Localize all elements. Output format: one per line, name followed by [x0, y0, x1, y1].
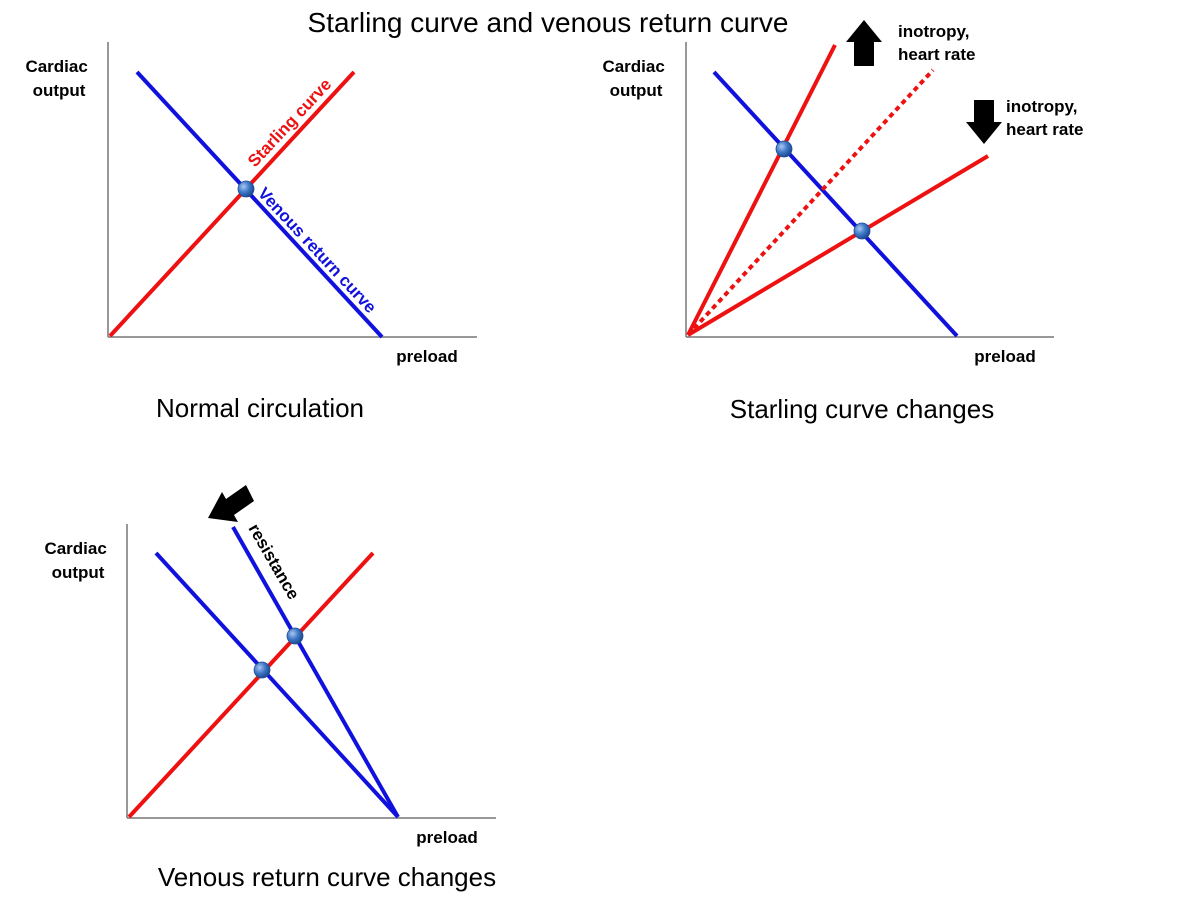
starling-curve-decreased	[686, 154, 990, 337]
starling-curve-increased	[686, 44, 837, 336]
y-axis-label-line-2: output	[33, 81, 86, 100]
starling-curve-label: Starling curve	[244, 75, 335, 171]
venous-return-curve-reduced-resistance	[231, 526, 400, 818]
y-axis-label: Cardiac output	[602, 57, 669, 100]
equilibrium-point-increased	[775, 140, 793, 158]
equilibrium-point	[237, 180, 255, 198]
venous-return-curve-label: Venous return curve	[254, 184, 380, 317]
venous-return-curve	[135, 70, 384, 339]
panel-caption: Normal circulation	[156, 393, 364, 423]
down-annotation-line-1: inotropy,	[1006, 97, 1077, 116]
up-annotation-line-1: inotropy,	[898, 22, 969, 41]
up-arrow-icon	[846, 20, 882, 66]
y-axis-label-line-1: Cardiac	[25, 57, 87, 76]
down-annotation: inotropy, heart rate	[1006, 97, 1083, 139]
venous-return-curve	[712, 70, 959, 338]
panel-caption: Venous return curve changes	[158, 862, 496, 892]
starling-curve	[108, 70, 356, 338]
x-axis-label: preload	[396, 347, 457, 366]
venous-return-curve-baseline	[154, 551, 400, 819]
starling-curve	[127, 551, 375, 819]
equilibrium-point-baseline	[253, 661, 271, 679]
y-axis-label-line-1: Cardiac	[602, 57, 664, 76]
main-title: Starling curve and venous return curve	[308, 7, 789, 38]
down-arrow-icon	[966, 100, 1002, 144]
y-axis-label: Cardiac output	[44, 539, 111, 582]
resistance-arrow-icon	[208, 485, 254, 522]
y-axis-label-line-2: output	[610, 81, 663, 100]
panel-venous-return-curve-changes: Cardiac output preload resistance Venous…	[44, 485, 496, 892]
up-annotation: inotropy, heart rate	[898, 22, 975, 64]
y-axis-label-line-2: output	[52, 563, 105, 582]
panel-normal-circulation: Cardiac output preload Starling curve Ve…	[25, 42, 477, 423]
down-annotation-line-2: heart rate	[1006, 120, 1083, 139]
y-axis-label: Cardiac output	[25, 57, 92, 100]
up-annotation-line-2: heart rate	[898, 45, 975, 64]
y-axis-label-line-1: Cardiac	[44, 539, 106, 558]
equilibrium-point-decreased	[853, 222, 871, 240]
equilibrium-point-shifted	[286, 627, 304, 645]
x-axis-label: preload	[974, 347, 1035, 366]
panel-starling-curve-changes: Cardiac output preload inotropy, heart r…	[602, 20, 1083, 424]
starling-curve-baseline-dotted	[686, 68, 935, 337]
panel-caption: Starling curve changes	[730, 394, 994, 424]
x-axis-label: preload	[416, 828, 477, 847]
